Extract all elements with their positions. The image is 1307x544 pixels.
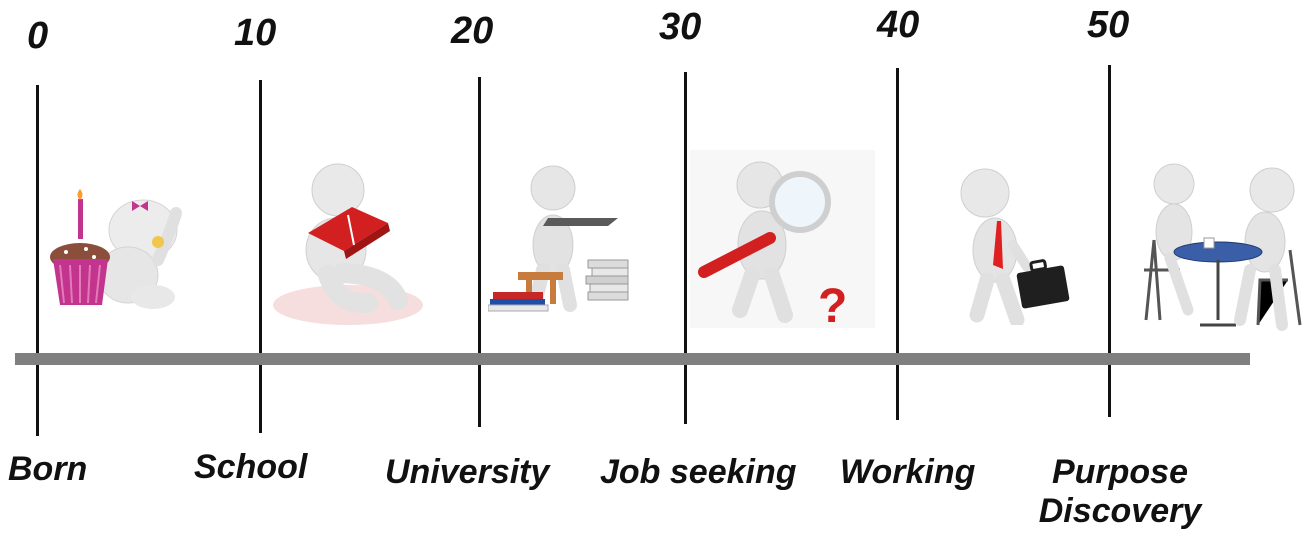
figure-reading-book-icon xyxy=(273,163,423,325)
stage-label-school: School xyxy=(194,448,308,486)
stage-label-job-seeking: Job seeking xyxy=(600,453,797,491)
age-label-10: 10 xyxy=(234,12,277,54)
figure-studying-with-books-icon xyxy=(488,165,629,312)
timeline-axis xyxy=(15,353,1250,365)
age-label-0: 0 xyxy=(27,15,49,57)
figures-talking-at-cafe-table-icon xyxy=(1144,163,1302,331)
stage-label-working: Working xyxy=(840,453,976,491)
tick-10 xyxy=(259,80,262,433)
age-label-50: 50 xyxy=(1087,4,1130,46)
svg-text:?: ? xyxy=(818,280,847,328)
tick-30 xyxy=(684,72,687,424)
baby-with-birthday-cupcake-icon xyxy=(50,189,182,309)
stage-label-purpose-line: Purpose xyxy=(1051,453,1189,491)
age-label-40: 40 xyxy=(877,4,920,46)
tick-0 xyxy=(36,85,39,436)
age-label-20: 20 xyxy=(451,10,494,52)
stage-label-purpose-discovery: Purpose Discovery xyxy=(1030,453,1210,531)
tick-40 xyxy=(896,68,899,420)
figure-with-briefcase-icon xyxy=(960,168,1070,325)
tick-20 xyxy=(478,77,481,427)
figure-with-magnifying-glass-icon: ? xyxy=(690,150,875,328)
stage-label-born: Born xyxy=(8,450,88,488)
stage-label-university: University xyxy=(385,453,550,491)
age-label-30: 30 xyxy=(659,6,702,48)
stage-label-discovery-line: Discovery xyxy=(1038,492,1202,531)
tick-50 xyxy=(1108,65,1111,417)
